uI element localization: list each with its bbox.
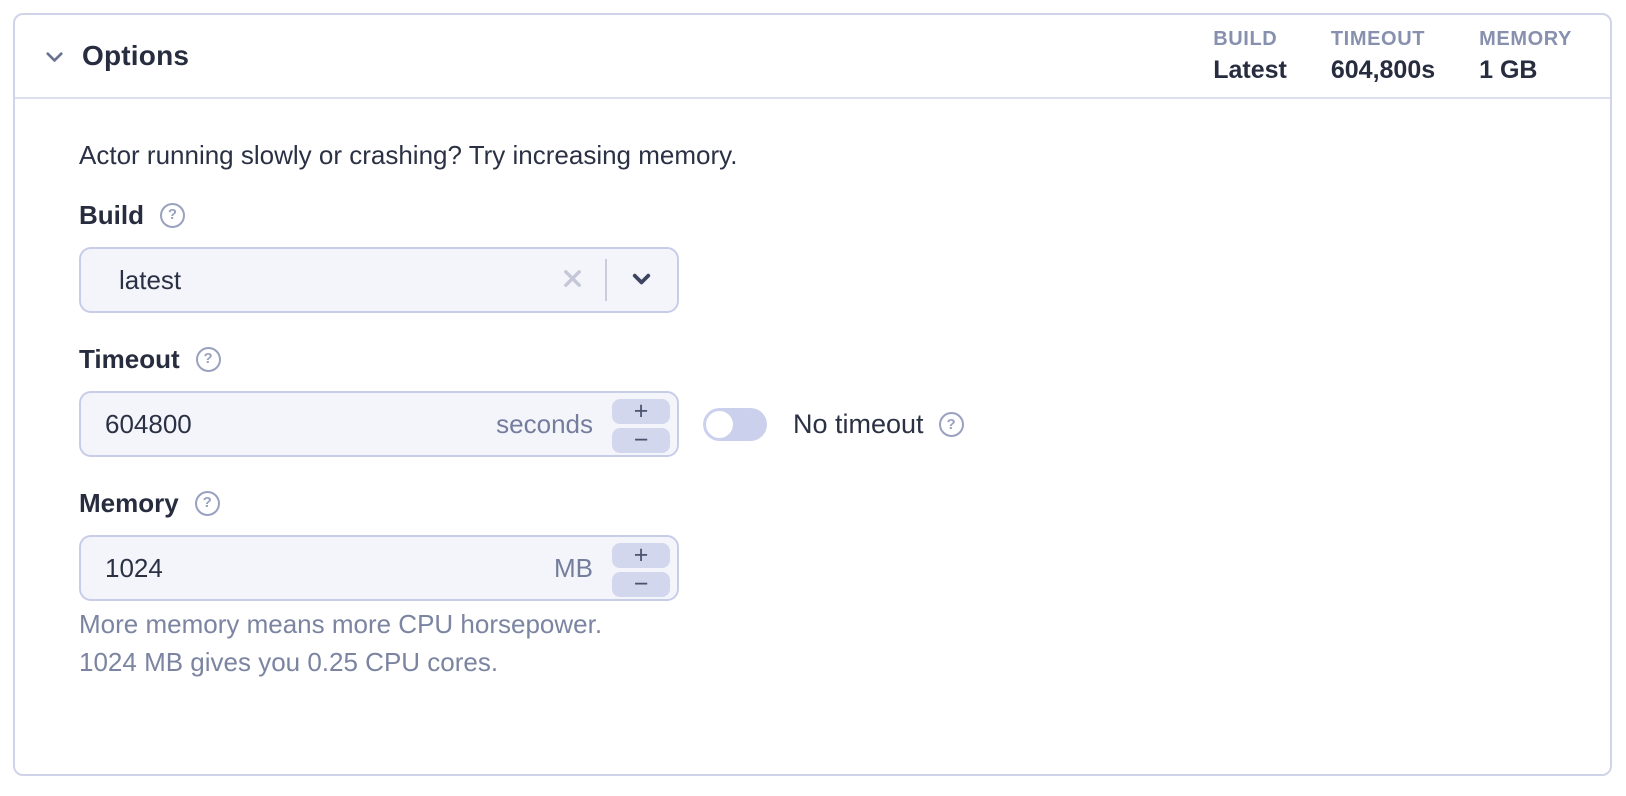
- memory-unit-label: MB: [554, 552, 593, 583]
- minus-icon: −: [633, 426, 649, 454]
- build-select-input[interactable]: [81, 264, 561, 296]
- no-timeout-help-icon[interactable]: ?: [938, 411, 964, 437]
- chevron-down-icon[interactable]: [41, 43, 68, 70]
- build-label: Build: [79, 200, 144, 230]
- memory-helper-line-2: 1024 MB gives you 0.25 CPU cores.: [79, 647, 499, 677]
- timeout-stepper: + −: [612, 399, 670, 453]
- toggle-knob: [706, 410, 733, 438]
- stat-memory-label: MEMORY: [1479, 28, 1572, 50]
- minus-icon: −: [633, 570, 649, 598]
- memory-helper-line-1: More memory means more CPU horsepower.: [79, 609, 603, 639]
- build-control-row: [79, 247, 1546, 313]
- chevron-down-icon: [628, 265, 655, 295]
- plus-icon: +: [633, 541, 649, 569]
- stat-build-value: Latest: [1213, 56, 1287, 84]
- timeout-label: Timeout: [79, 344, 180, 374]
- memory-input[interactable]: [81, 552, 554, 584]
- timeout-field[interactable]: seconds + −: [79, 391, 679, 457]
- options-panel-header: Options BUILD Latest TIMEOUT 604,800s ME…: [15, 15, 1610, 99]
- header-stats: BUILD Latest TIMEOUT 604,800s MEMORY 1 G…: [1213, 27, 1572, 85]
- build-select[interactable]: [79, 247, 679, 313]
- memory-label: Memory: [79, 488, 179, 518]
- timeout-label-row: Timeout ?: [79, 343, 1546, 375]
- build-help-icon[interactable]: ?: [160, 202, 185, 228]
- no-timeout-toggle[interactable]: [703, 407, 767, 441]
- intro-text: Actor running slowly or crashing? Try in…: [79, 140, 738, 170]
- memory-decrement-button[interactable]: −: [612, 572, 670, 597]
- panel-title: Options: [82, 40, 190, 71]
- memory-label-row: Memory ?: [79, 487, 1546, 519]
- options-collapse-control[interactable]: Options: [41, 40, 189, 72]
- stat-memory: MEMORY 1 GB: [1479, 27, 1572, 85]
- memory-increment-button[interactable]: +: [612, 543, 670, 568]
- memory-stepper: + −: [612, 543, 670, 597]
- clear-x-icon: [561, 267, 584, 293]
- stat-timeout: TIMEOUT 604,800s: [1331, 27, 1435, 85]
- stat-build-label: BUILD: [1213, 28, 1278, 50]
- timeout-input[interactable]: [81, 408, 497, 440]
- memory-control-row: MB + −: [79, 535, 1546, 601]
- stat-timeout-value: 604,800s: [1330, 56, 1436, 84]
- build-clear-button[interactable]: [561, 267, 584, 293]
- timeout-control-row: seconds + − No timeout ?: [79, 391, 1546, 457]
- memory-helper-text: More memory means more CPU horsepower. 1…: [79, 605, 1546, 681]
- memory-field[interactable]: MB + −: [79, 535, 679, 601]
- stat-timeout-label: TIMEOUT: [1330, 28, 1426, 50]
- memory-help-icon[interactable]: ?: [194, 490, 220, 516]
- timeout-help-icon[interactable]: ?: [195, 346, 221, 372]
- select-divider: [605, 259, 607, 301]
- timeout-unit-label: seconds: [496, 408, 593, 439]
- options-panel-body: Actor running slowly or crashing? Try in…: [15, 99, 1610, 681]
- timeout-decrement-button[interactable]: −: [612, 428, 670, 453]
- options-panel: Options BUILD Latest TIMEOUT 604,800s ME…: [13, 13, 1612, 776]
- timeout-increment-button[interactable]: +: [612, 399, 670, 424]
- build-dropdown-button[interactable]: [628, 265, 655, 295]
- build-label-row: Build ?: [79, 199, 1546, 231]
- stat-memory-value: 1 GB: [1479, 56, 1538, 84]
- no-timeout-label: No timeout: [793, 408, 924, 439]
- stat-build: BUILD Latest: [1213, 27, 1287, 85]
- plus-icon: +: [633, 397, 649, 425]
